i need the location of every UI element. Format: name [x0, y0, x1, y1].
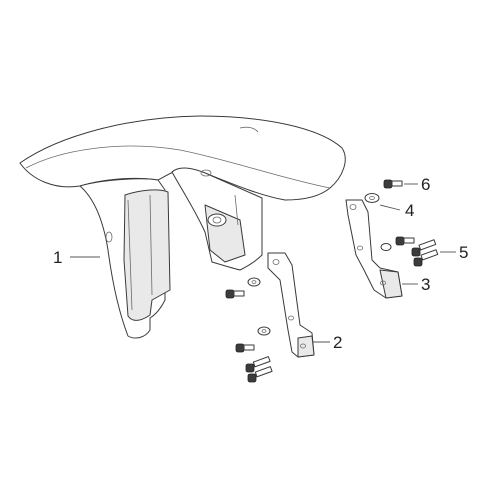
mudguard-shell [19, 115, 346, 201]
bolt-icon [383, 179, 403, 189]
washer-icon [364, 193, 380, 203]
mudguard-inner-panel [123, 189, 171, 321]
bolt-icon [235, 343, 255, 353]
washer-icon [247, 277, 261, 287]
callout-4-leader [379, 204, 401, 211]
callout-1: 1 [53, 248, 62, 267]
bolt-icon [247, 366, 273, 383]
bracket-left [267, 252, 315, 358]
callout-3: 3 [421, 275, 430, 294]
bolt-icon [413, 249, 439, 267]
bracket-right [345, 199, 403, 299]
callout-2: 2 [333, 333, 342, 352]
hardware [225, 179, 439, 383]
callouts: 1 2 3 4 5 6 [53, 175, 468, 352]
mudguard-mount-hole [207, 213, 227, 227]
bolt-icon [225, 289, 245, 299]
bolt-icon [395, 236, 415, 246]
bolt-icon [411, 239, 437, 257]
callout-6: 6 [421, 175, 430, 194]
callout-5: 5 [459, 243, 468, 262]
callout-4: 4 [405, 201, 414, 220]
washer-icon [257, 326, 271, 336]
bolt-icon [245, 356, 271, 373]
washer-icon [380, 243, 392, 251]
mudguard [19, 115, 346, 339]
